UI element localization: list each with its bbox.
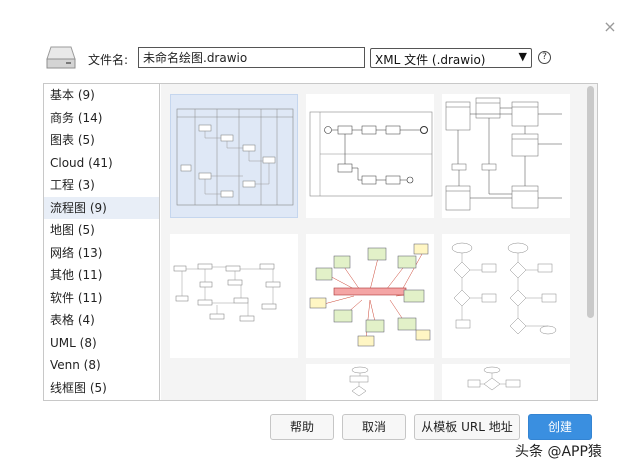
category-item[interactable]: 网络 (13) bbox=[50, 245, 103, 260]
watermark-text: 头条 @APP猿 bbox=[515, 444, 602, 460]
template-thumbnail-approval-flow[interactable] bbox=[442, 364, 570, 400]
gallery-scrollbar[interactable] bbox=[587, 86, 594, 318]
category-item[interactable]: Cloud (41) bbox=[50, 155, 113, 170]
chevron-down-icon: ▼ bbox=[518, 50, 527, 63]
category-item[interactable]: 流程图 (9) bbox=[44, 196, 159, 219]
category-item[interactable]: 软件 (11) bbox=[50, 290, 103, 305]
template-thumbnail-simple-flowchart[interactable] bbox=[306, 364, 434, 400]
template-thumbnail-colorful-map[interactable] bbox=[306, 234, 434, 358]
category-item[interactable]: UML (8) bbox=[50, 335, 97, 350]
filename-input[interactable] bbox=[138, 47, 365, 68]
category-item[interactable]: 工程 (3) bbox=[50, 178, 95, 192]
help-icon[interactable]: ? bbox=[538, 51, 551, 64]
close-icon[interactable]: × bbox=[603, 17, 617, 36]
template-thumbnail-swimlane-flowchart[interactable] bbox=[170, 94, 298, 218]
category-item[interactable]: 表格 (4) bbox=[50, 313, 95, 327]
create-button[interactable]: 创建 bbox=[528, 414, 592, 440]
filename-label: 文件名: bbox=[88, 53, 129, 67]
from-template-url-button[interactable]: 从模板 URL 地址 bbox=[414, 414, 520, 440]
format-select[interactable]: XML 文件 (.drawio) ▼ bbox=[370, 48, 532, 68]
template-thumbnail-decision-flow[interactable] bbox=[442, 234, 570, 358]
template-thumbnail-bpmn-process[interactable] bbox=[306, 94, 434, 218]
category-item[interactable]: 商务 (14) bbox=[50, 110, 103, 125]
template-thumbnail-data-flow[interactable] bbox=[442, 94, 570, 218]
category-item[interactable]: 线框图 (5) bbox=[50, 380, 107, 395]
category-list: 基本 (9) 商务 (14) 图表 (5) Cloud (41) 工程 (3) 流程图 (… bbox=[44, 84, 160, 400]
category-item[interactable]: 地图 (5) bbox=[50, 223, 95, 237]
cancel-button[interactable]: 取消 bbox=[342, 414, 406, 440]
template-gallery bbox=[161, 84, 597, 400]
category-item[interactable]: Venn (8) bbox=[50, 358, 101, 372]
help-button[interactable]: 帮助 bbox=[270, 414, 334, 440]
category-item[interactable]: 图表 (5) bbox=[50, 133, 95, 147]
format-select-value: XML 文件 (.drawio) bbox=[375, 53, 486, 67]
template-browser-frame bbox=[43, 83, 598, 401]
category-item[interactable]: 其他 (11) bbox=[50, 268, 103, 282]
template-thumbnail-process-map[interactable] bbox=[170, 234, 298, 358]
drive-icon bbox=[46, 46, 76, 69]
category-item[interactable]: 基本 (9) bbox=[50, 88, 95, 102]
